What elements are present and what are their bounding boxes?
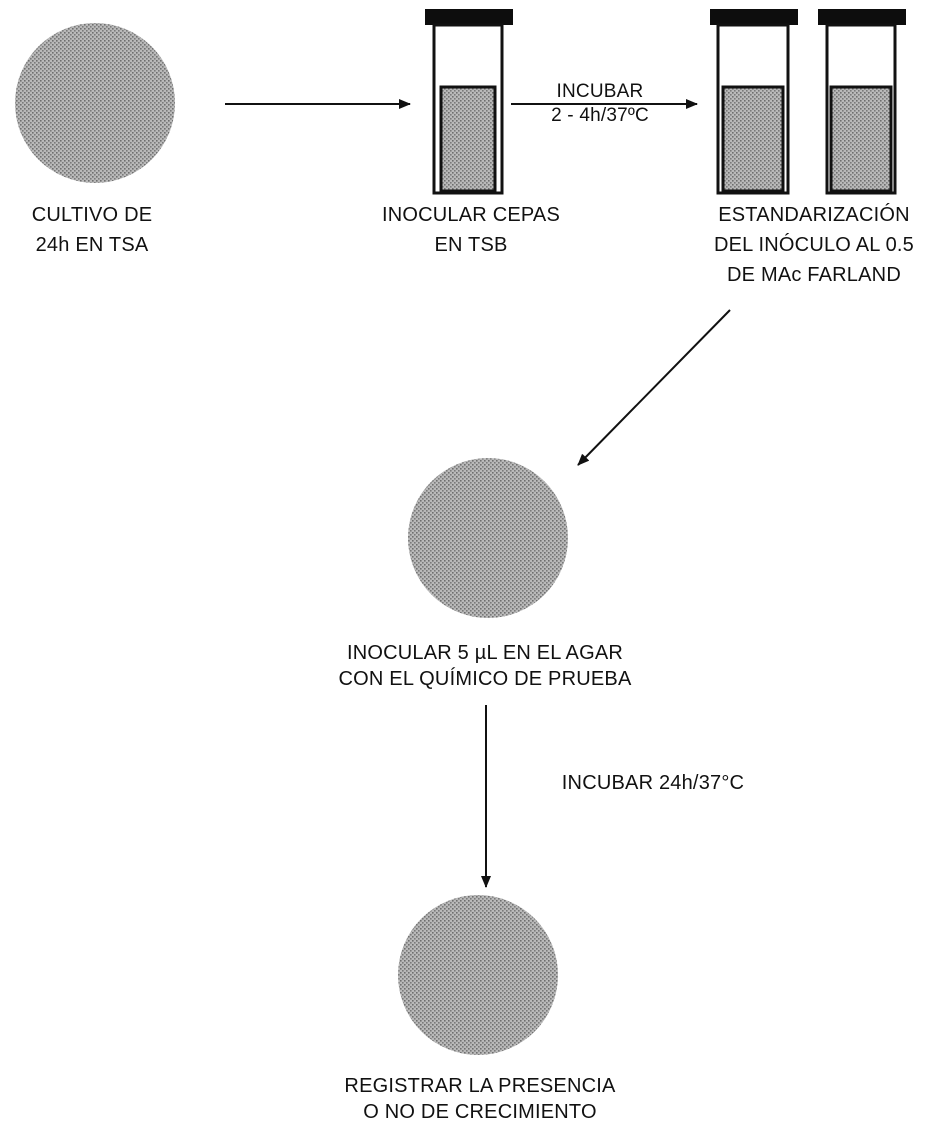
inoculate-agar-label: INOCULAR 5 µL EN EL AGAR CON EL QUÍMICO … (338, 642, 632, 690)
standardize-label: ESTANDARIZACIÓN DEL INÓCULO AL 0.5 DE MA… (714, 204, 914, 286)
test-tube-icon (818, 9, 906, 195)
incubate-short-line2: 2 - 4h/37ºC (551, 105, 649, 126)
arrow-icon (577, 309, 731, 466)
test-tube-icon (710, 9, 798, 195)
culture-label: CULTIVO DE 24h EN TSA (31, 204, 153, 256)
petri-dish-icon (15, 23, 175, 183)
incubate-short-label: INCUBAR 2 - 4h/37ºC (520, 80, 680, 128)
petri-dish-icon (398, 895, 558, 1055)
test-tube-icon (425, 9, 513, 195)
incubate-short-line1: INCUBAR (556, 81, 644, 102)
petri-dish-icon (408, 458, 568, 618)
incubate-long-label: INCUBAR 24h/37°C (561, 772, 745, 794)
record-label: REGISTRAR LA PRESENCIA O NO DE CRECIMIEN… (344, 1075, 616, 1123)
inoculate-tsb-label: INOCULAR CEPAS EN TSB (381, 204, 561, 256)
